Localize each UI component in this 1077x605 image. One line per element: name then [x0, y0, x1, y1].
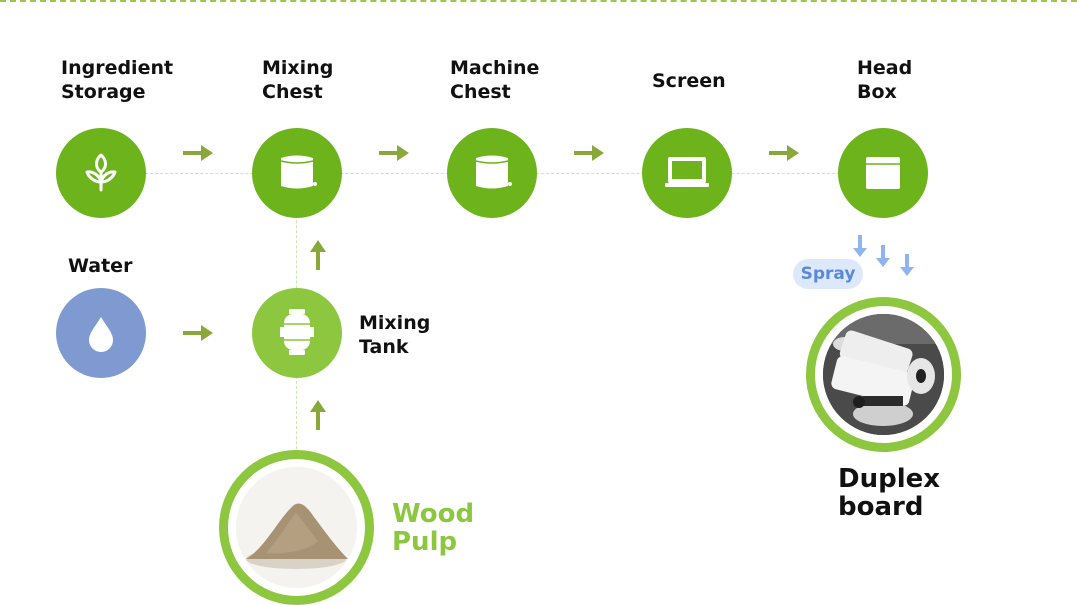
mixing-tank-node	[252, 288, 342, 378]
wood-pulp-image	[236, 467, 357, 588]
spray-arrows	[850, 233, 920, 283]
arrow-right-water	[181, 323, 215, 347]
label-mixing-chest: Mixing Chest	[262, 57, 334, 103]
arrow-right-3	[572, 143, 606, 167]
label-screen: Screen	[652, 70, 726, 92]
label-mixing-tank: Mixing Tank	[359, 312, 431, 358]
wood-pulp-label: Wood Pulp	[392, 499, 475, 557]
arrow-right-1	[181, 143, 215, 167]
vessel-icon	[280, 309, 314, 355]
label-head-box: Head Box	[857, 57, 913, 103]
arrow-right-4	[767, 143, 801, 167]
label-ingredient-storage: Ingredient Storage	[61, 57, 174, 103]
tank-icon	[280, 155, 317, 189]
duplex-board-label: Duplex board	[838, 464, 941, 522]
connector-line-vertical	[296, 175, 297, 605]
mixing-chest-node	[252, 128, 342, 218]
ingredient-storage-node	[56, 128, 146, 218]
arrow-up-to-mixing-chest	[308, 238, 328, 276]
water-drop-icon	[89, 317, 113, 352]
plant-icon	[85, 153, 117, 192]
arrow-right-2	[377, 143, 411, 167]
box-icon	[866, 157, 900, 189]
water-node	[56, 288, 146, 378]
paper-rolls-image	[823, 314, 944, 435]
monitor-icon	[665, 157, 709, 187]
spray-label: Spray	[793, 259, 863, 289]
arrow-up-to-mixing-tank	[308, 398, 328, 436]
screen-node	[642, 128, 732, 218]
head-box-node	[838, 128, 928, 218]
duplex-board-photo	[806, 297, 961, 452]
wood-pulp-photo	[219, 450, 374, 605]
top-dashed-border	[0, 0, 1077, 2]
machine-chest-node	[447, 128, 537, 218]
tank-icon	[475, 155, 512, 189]
label-water: Water	[68, 255, 133, 277]
label-machine-chest: Machine Chest	[450, 57, 540, 103]
